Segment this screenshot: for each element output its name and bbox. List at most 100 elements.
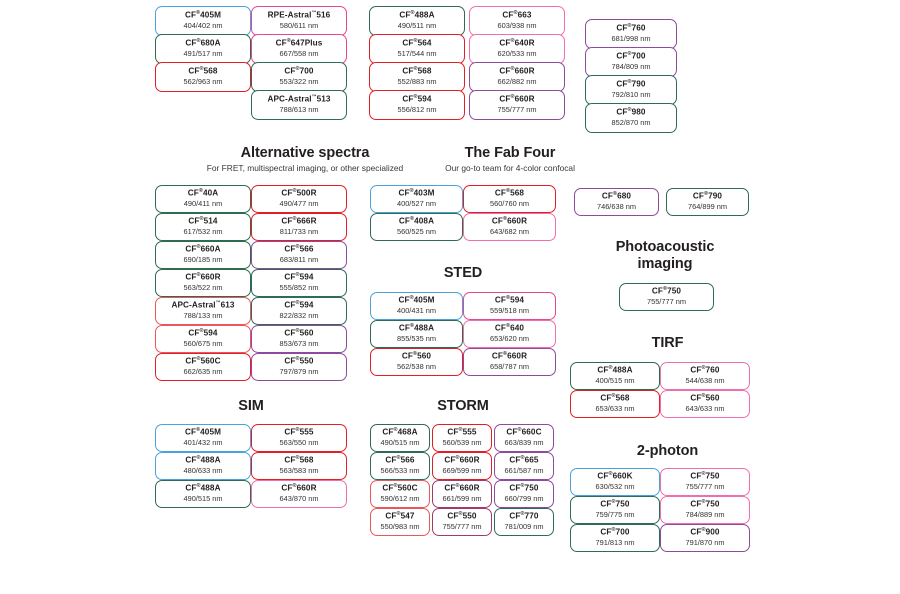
dye-name: CF®405M	[398, 295, 435, 305]
dye-name: CF®488A	[399, 10, 435, 20]
registered-mark: ®	[292, 483, 297, 490]
registered-mark: ®	[413, 94, 418, 101]
dye-spectra: 490/477 nm	[279, 199, 319, 209]
section-title-storm: STORM	[437, 398, 489, 414]
dye-spectra: 764/899 nm	[687, 202, 728, 212]
dye-spectra: 643/870 nm	[279, 494, 319, 504]
registered-mark: ®	[396, 455, 401, 462]
dye-name: CF®750	[651, 286, 682, 296]
dye-spectra: 643/682 nm	[489, 227, 530, 237]
registered-mark: ®	[517, 427, 522, 434]
dye-spectra: 401/432 nm	[183, 438, 223, 448]
registered-mark: ®	[627, 23, 632, 30]
dye-name: CF®700	[284, 66, 314, 76]
registered-mark: ®	[510, 94, 515, 101]
dye-name: CF®770	[509, 511, 539, 521]
registered-mark: ®	[701, 393, 706, 400]
dye-spectra: 660/799 nm	[504, 494, 544, 504]
registered-mark: ®	[413, 38, 418, 45]
dye-name: RPE-Astral™516	[267, 10, 331, 20]
dye-name: CF®660R	[281, 483, 317, 493]
dye-name: CF®514	[188, 216, 218, 226]
section-subtitle-alternative-spectra: For FRET, multispectral imaging, or othe…	[206, 163, 404, 173]
dye-name: CF®568	[600, 393, 630, 403]
dye-spectra: 661/587 nm	[504, 466, 544, 476]
